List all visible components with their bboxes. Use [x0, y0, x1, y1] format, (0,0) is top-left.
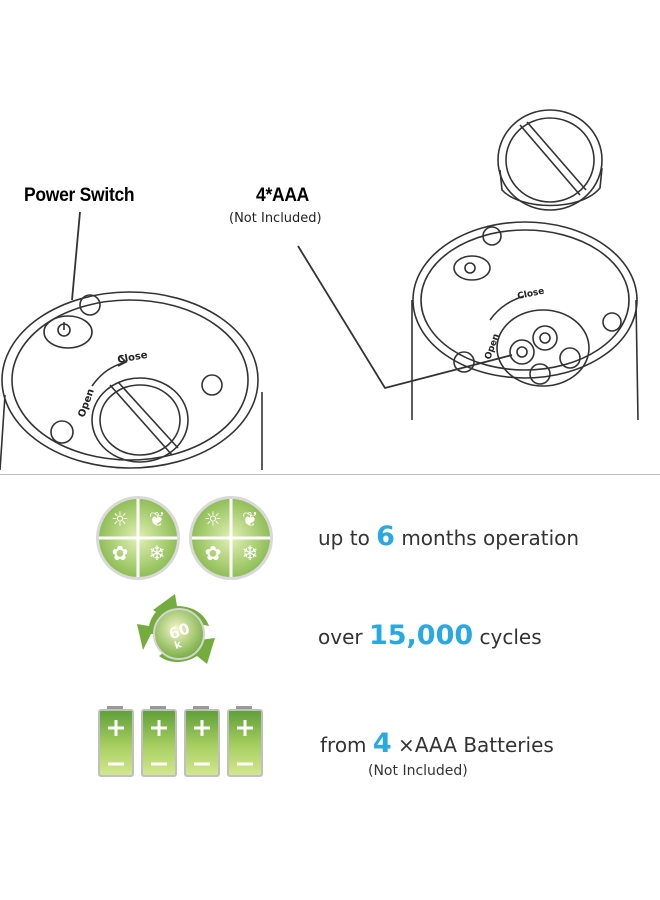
- feature-cycles-number: 15,000: [368, 620, 474, 651]
- power-switch-label: Power Switch: [24, 185, 135, 206]
- open-label-left: Open: [76, 387, 96, 419]
- svg-text:☼: ☼: [111, 507, 129, 531]
- feature-batteries-number: 4: [372, 728, 392, 759]
- close-label-right: Close: [517, 286, 546, 301]
- feature-cycles-suffix: cycles: [473, 625, 542, 649]
- power-switch-pointer: [71, 211, 81, 301]
- feature-batteries-note: (Not Included): [368, 763, 468, 779]
- svg-text:❦: ❦: [242, 507, 259, 531]
- feature-batteries-suffix: ×AAA Batteries: [391, 733, 554, 757]
- section-divider: [0, 474, 660, 475]
- feature-cycles-text: over 15,000 cycles: [318, 620, 542, 651]
- feature-operation-suffix: months operation: [394, 526, 580, 550]
- right-device: [411, 109, 639, 421]
- svg-text:✿: ✿: [205, 541, 222, 565]
- feature-batteries-prefix: from: [320, 733, 373, 757]
- left-device: [0, 291, 263, 471]
- open-label-right: Open: [483, 333, 501, 361]
- power-button-left: [43, 315, 93, 349]
- seasons-icon: ☼ ❦ ✿ ❄ ☼ ❦ ✿ ❄: [95, 494, 275, 582]
- battery-count-label: 4*AAA: [256, 185, 310, 206]
- svg-text:☼: ☼: [204, 507, 222, 531]
- svg-text:❄: ❄: [242, 541, 259, 565]
- badge-unit: k: [173, 639, 183, 652]
- battery-not-included-label: (Not Included): [229, 211, 322, 226]
- battery-pointer: [297, 245, 513, 390]
- close-label-left: Close: [117, 350, 149, 366]
- aaa-batteries-icon: [97, 704, 269, 778]
- svg-text:✿: ✿: [112, 541, 129, 565]
- feature-operation-number: 6: [376, 521, 395, 552]
- device-diagram: Open Close Open Close: [0, 109, 639, 471]
- feature-cycles-prefix: over: [318, 625, 369, 649]
- svg-text:❄: ❄: [149, 541, 166, 565]
- feature-batteries-text: from 4 ×AAA Batteries: [320, 728, 554, 759]
- removed-battery-cover: [497, 109, 603, 211]
- feature-operation-prefix: up to: [318, 526, 377, 550]
- svg-text:❦: ❦: [149, 507, 166, 531]
- battery-cover-left: [91, 377, 189, 463]
- recycle-60k-icon: 60 k: [133, 588, 223, 668]
- feature-operation-text: up to 6 months operation: [318, 521, 579, 552]
